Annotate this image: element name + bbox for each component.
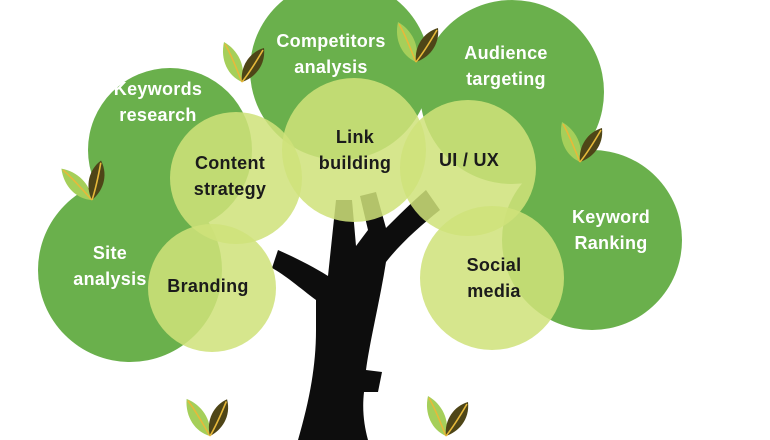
topic-competitors-analysis: Competitors analysis [276, 31, 386, 77]
topic-audience-targeting: Audience targeting [464, 43, 548, 89]
topic-link-building: Link building [318, 127, 392, 173]
topic-keywords-research: Keywords research [113, 79, 203, 125]
topic-branding: Branding [167, 276, 249, 296]
topic-social-media: Social media [466, 255, 522, 301]
circle-content-strategy [170, 112, 302, 244]
leaf-icon [184, 392, 233, 440]
topic-site-analysis: Site analysis [73, 243, 147, 289]
topic-keyword-ranking: Keyword Ranking [571, 207, 651, 253]
leaf-icon [426, 395, 470, 437]
topic-ui-ux: UI / UX [438, 150, 500, 170]
tree-trunk [272, 190, 440, 440]
circle-social-media [420, 206, 564, 350]
circle-ui-ux [400, 100, 536, 236]
circle-link-building [282, 78, 426, 222]
circle-branding [148, 224, 276, 352]
topic-content-strategy: Content strategy [193, 153, 267, 199]
